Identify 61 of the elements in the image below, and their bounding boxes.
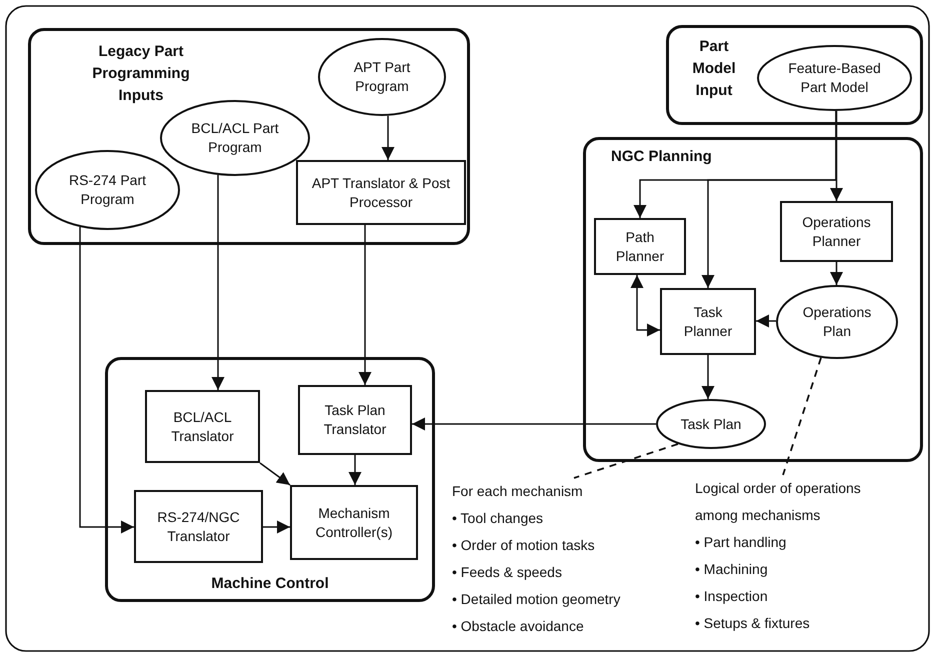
node-label: Operations Planner [801,212,872,250]
arrow [79,227,134,534]
leader-line [782,357,822,476]
process-box [298,385,412,455]
arrow [382,116,394,160]
arrow [702,355,714,400]
node-label: Path Planner [614,228,666,266]
arrow [260,462,290,486]
bullet-item: • Detailed motion geometry [452,590,622,609]
arrow [630,275,660,336]
bullet-item: • Setups & fixtures [695,614,811,633]
process-box [594,218,686,275]
bullet-item: • Feeds & speeds [452,563,563,582]
arrow [830,262,843,285]
arrow [358,225,372,385]
process-box [134,490,263,563]
group-panel [28,28,470,245]
process-box [296,160,466,225]
arrow [212,175,224,390]
bullet-item: • Part handling [695,533,788,552]
process-box [145,390,260,463]
node-label: BCL/ACL Part Program [190,119,280,157]
bullet-item: • Machining [695,560,769,579]
node-label: Task Planner [682,302,734,340]
ellipse-node [35,150,180,230]
node-label: Task Plan [680,414,742,434]
ellipse-node [757,45,912,111]
node-label: RS-274 Part Program [68,171,148,209]
arrow [756,314,776,328]
arrow [702,111,837,288]
group-heading: Legacy Part Programming Inputs [91,42,191,106]
arrow [830,111,843,201]
group-heading: Machine Control [210,574,330,594]
node-label: Operations Plan [802,303,872,341]
node-label: Feature-Based Part Model [787,59,882,97]
node-label: APT Translator & Post Processor [310,174,452,212]
note-heading: For each mechanism [452,482,584,501]
ellipse-node [656,399,766,449]
group-panel [105,357,435,602]
arrow [348,455,362,485]
ellipse-node [776,285,898,359]
bullet-item: • Tool changes [452,509,544,528]
bullet-item: • Order of motion tasks [452,536,596,555]
group-panel [583,137,923,462]
arrow [412,418,656,430]
process-box [290,485,418,560]
process-box [660,288,756,355]
bullet-item: • Obstacle avoidance [452,617,585,636]
node-label: Task Plan Translator [322,401,388,439]
node-label: APT Part Program [352,58,412,96]
arrow [263,520,290,534]
group-heading: NGC Planning [611,147,713,167]
node-label: BCL/ACL Translator [170,408,235,446]
bullet-item: • Inspection [695,587,769,606]
group-panel [666,25,923,125]
group-heading: Part Model Input [691,37,737,100]
note-heading: Logical order of operations among mechanisms [695,479,862,525]
process-box [780,201,893,262]
node-label: RS-274/NGC Translator [156,508,241,546]
node-label: Mechanism Controller(s) [314,504,394,542]
ellipse-node [318,38,446,116]
